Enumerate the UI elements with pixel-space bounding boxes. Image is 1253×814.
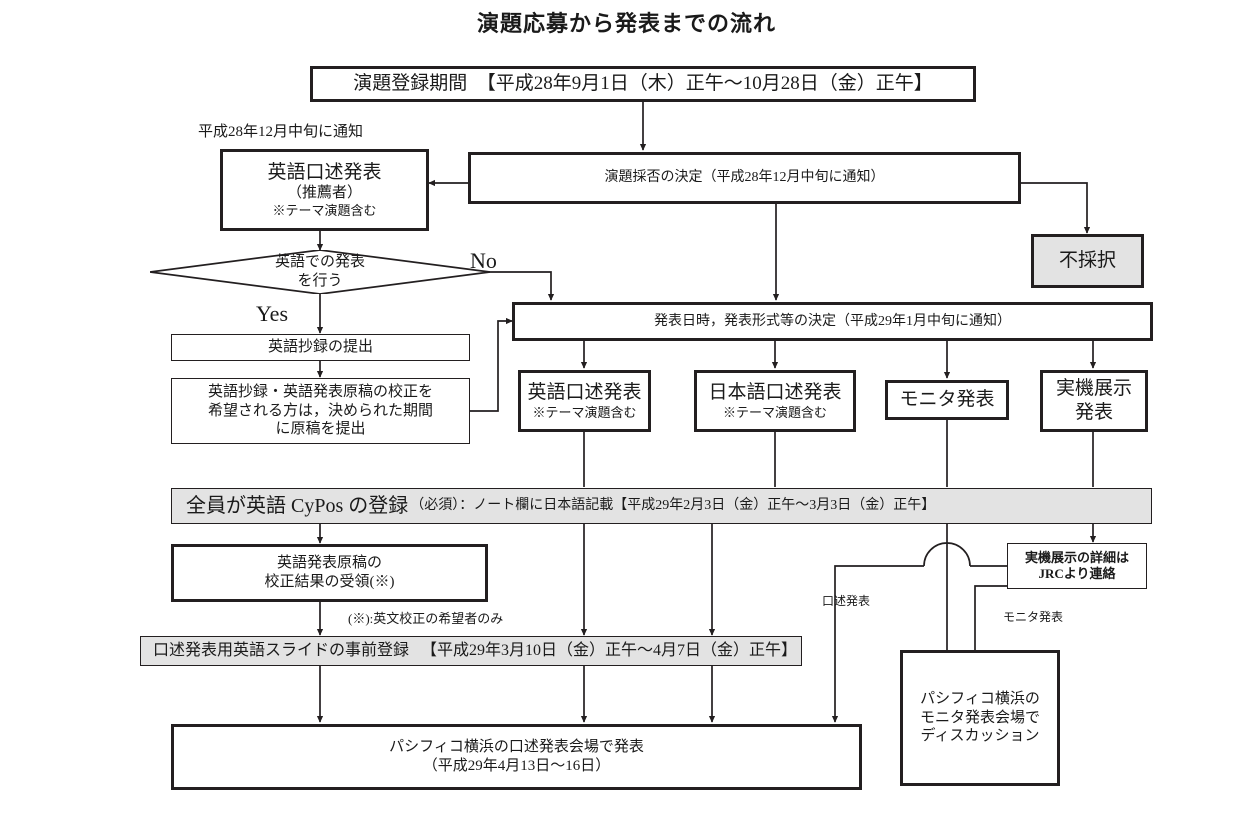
node-equipment-demo: 実機展示 発表 (1040, 370, 1148, 432)
cypos-registration-main: 全員が英語 CyPos の登録 (186, 494, 409, 517)
acceptance-decision-text: 演題採否の決定（平成28年12月中旬に通知） (604, 170, 885, 186)
node-registration-period: 演題登録期間 【平成28年9月1日（木）正午～10月28日（金）正午】 (310, 66, 976, 102)
node-japanese-oral: 日本語口述発表 ※テーマ演題含む (694, 370, 856, 432)
monitor-presentation-text: モニタ発表 (899, 389, 995, 411)
proofreading-line3: に原稿を提出 (275, 421, 366, 438)
node-slide-preregistration: 口述発表用英語スライドの事前登録 【平成29年3月10日（金）正午～4月7日（金… (140, 636, 802, 666)
node-final-oral-venue: パシフィコ横浜の口述発表会場で発表 （平成29年4月13日～16日） (171, 724, 862, 790)
node-proofreading-request: 英語抄録・英語発表原稿の校正を 希望される方は，決められた期間 に原稿を提出 (171, 378, 470, 444)
node-schedule-decision: 発表日時，発表形式等の決定（平成29年1月中旬に通知） (512, 302, 1153, 341)
japanese-oral-line2: ※テーマ演題含む (722, 404, 827, 420)
equipment-demo-line2: 発表 (1074, 402, 1113, 423)
label-yes: Yes (256, 301, 289, 326)
cypos-registration-note: （必須）：ノート欄に日本語記載【平成29年2月3日（金）正午～3月3日（金）正午… (410, 498, 936, 514)
page-title: 演題応募から発表までの流れ (476, 11, 776, 36)
english-oral-recommended-line1: 英語口述発表 (267, 161, 382, 183)
label-no: No (470, 248, 497, 273)
proof-result-line2: 校正結果の受領(※) (264, 574, 395, 590)
node-cypos-registration: 全員が英語 CyPos の登録 （必須）：ノート欄に日本語記載【平成29年2月3… (171, 488, 1152, 524)
proofreading-line2: 希望される方は，決められた期間 (207, 402, 433, 419)
node-decision-english-presentation: 英語での発表 を行う (149, 249, 491, 295)
final-monitor-line2: モニタ発表会場で (919, 709, 1040, 726)
node-final-monitor-discussion: パシフィコ横浜の モニタ発表会場で ディスカッション (900, 650, 1060, 786)
english-oral-line1: 英語口述発表 (527, 382, 642, 403)
decision-english-line2: を行う (297, 273, 343, 289)
label-oral-presentation: 口述発表 (822, 594, 871, 608)
not-accepted-text: 不採択 (1058, 250, 1116, 272)
schedule-decision-text: 発表日時，発表形式等の決定（平成29年1月中旬に通知） (654, 313, 1011, 329)
equipment-demo-line1: 実機展示 (1055, 378, 1132, 400)
slide-preregistration-note: 【平成29年3月10日（金）正午～4月7日（金）正午】 (421, 642, 798, 659)
node-not-accepted: 不採択 (1031, 234, 1144, 288)
japanese-oral-line1: 日本語口述発表 (708, 382, 842, 403)
node-monitor-presentation: モニタ発表 (885, 380, 1009, 420)
english-oral-line2: ※テーマ演題含む (532, 404, 637, 420)
final-oral-line1: パシフィコ横浜の口述発表会場で発表 (389, 739, 644, 756)
registration-period-text: 演題登録期間 【平成28年9月1日（木）正午～10月28日（金）正午】 (353, 73, 933, 95)
proof-result-line1: 英語発表原稿の (276, 555, 382, 572)
final-monitor-line3: ディスカッション (920, 728, 1040, 745)
jrc-contact-line2: JRCより連絡 (1038, 566, 1116, 581)
node-english-oral-recommended: 英語口述発表 （推薦者） ※テーマ演題含む (220, 149, 429, 231)
english-oral-recommended-line3: ※テーマ演題含む (272, 203, 377, 219)
english-oral-recommended-line2: （推薦者） (286, 185, 362, 202)
node-english-oral: 英語口述発表 ※テーマ演題含む (518, 370, 651, 432)
node-proofreading-result: 英語発表原稿の 校正結果の受領(※) (171, 544, 488, 602)
english-abstract-submit-text: 英語抄録の提出 (267, 339, 373, 356)
node-jrc-contact: 実機展示の詳細は JRCより連絡 (1007, 543, 1147, 589)
decision-english-label: 英語での発表 を行う (150, 250, 490, 294)
decision-english-line1: 英語での発表 (274, 254, 365, 271)
node-acceptance-decision: 演題採否の決定（平成28年12月中旬に通知） (468, 152, 1021, 204)
slide-preregistration-main: 口述発表用英語スライドの事前登録 (153, 642, 410, 659)
label-monitor-presentation: モニタ発表 (1003, 610, 1064, 624)
label-proof-only: (※):英文校正の希望者のみ (348, 611, 504, 626)
label-notify-december: 平成28年12月中旬に通知 (198, 124, 364, 140)
node-english-abstract-submit: 英語抄録の提出 (171, 334, 470, 361)
final-monitor-line1: パシフィコ横浜の (920, 690, 1040, 707)
final-oral-line2: （平成29年4月13日～16日） (422, 758, 611, 774)
jrc-contact-line1: 実機展示の詳細は (1024, 549, 1129, 565)
proofreading-line1: 英語抄録・英語発表原稿の校正を (207, 383, 433, 400)
